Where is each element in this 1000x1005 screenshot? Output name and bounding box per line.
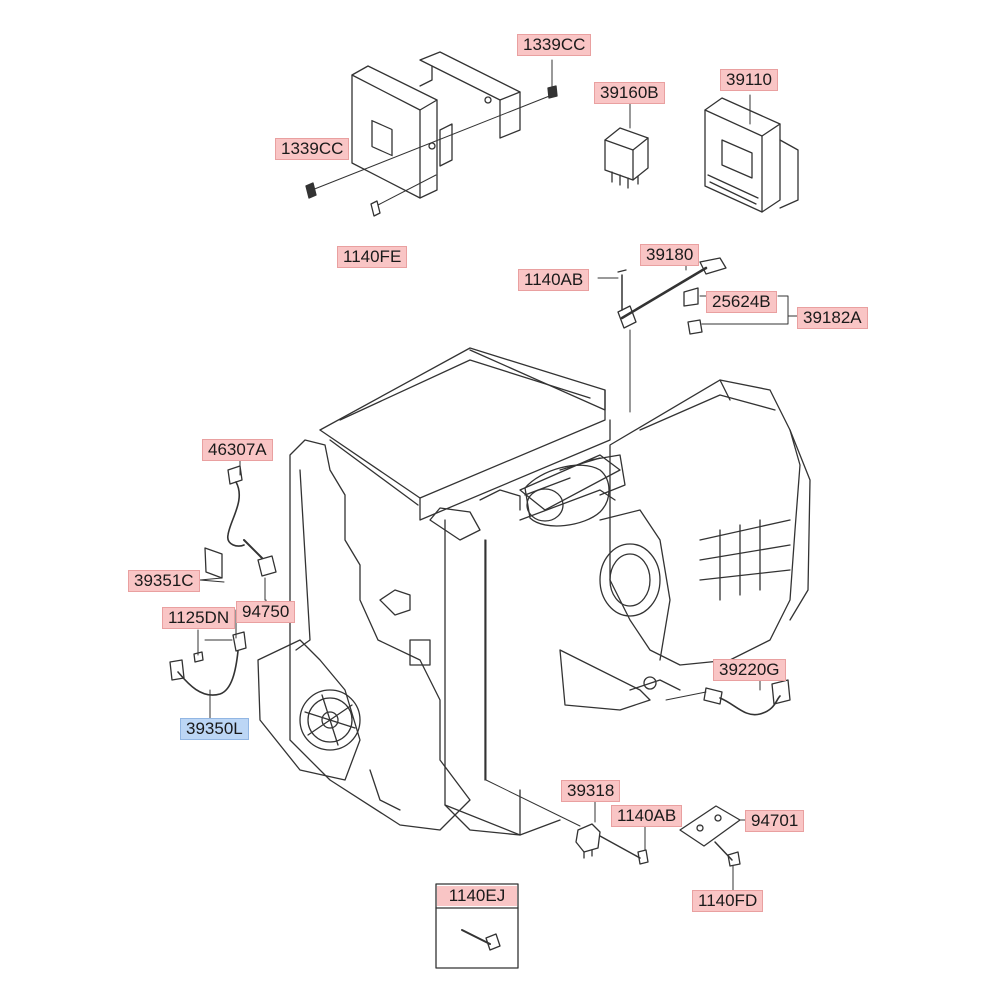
part-label-39160b[interactable]: 39160B [594,82,665,104]
boxed-part-frame [435,883,519,969]
bracket-plate-drawing [679,805,751,891]
part-label-1339cc-top[interactable]: 1339CC [517,34,592,56]
part-label-39351c[interactable]: 39351C [128,570,200,592]
cam-sensor-drawing [575,799,649,865]
part-label-1140fe[interactable]: 1140FE [337,246,408,268]
ecu-module-drawing [704,94,799,213]
part-label-39318[interactable]: 39318 [561,780,621,802]
part-label-25624b[interactable]: 25624B [706,291,777,313]
oxygen-sensor-drawing [617,257,727,413]
boxed-part-label-1140ej[interactable]: 1140EJ [437,886,517,906]
knock-sensor-drawing [199,457,277,601]
ecu-bracket-drawing [305,51,558,217]
engine-block-drawing [257,347,811,836]
speed-sensor-drawing [703,679,791,716]
part-label-39182a[interactable]: 39182A [797,307,868,329]
part-label-39220g[interactable]: 39220G [713,659,786,681]
crankshaft-sensor-drawing [169,629,247,719]
part-label-1140ab-bottom[interactable]: 1140AB [611,805,683,827]
part-label-46307a[interactable]: 46307A [202,439,273,461]
part-label-39180[interactable]: 39180 [640,244,700,266]
part-label-39110[interactable]: 39110 [720,69,779,91]
part-label-94750[interactable]: 94750 [236,601,296,623]
part-label-1339cc-left[interactable]: 1339CC [275,138,350,160]
part-label-1125dn[interactable]: 1125DN [162,607,236,629]
relay-drawing [604,99,649,189]
part-label-1140fd[interactable]: 1140FD [692,890,764,912]
part-label-39350l[interactable]: 39350L [180,718,249,740]
part-label-1140ab-top[interactable]: 1140AB [518,269,590,291]
part-label-94701[interactable]: 94701 [745,810,805,832]
